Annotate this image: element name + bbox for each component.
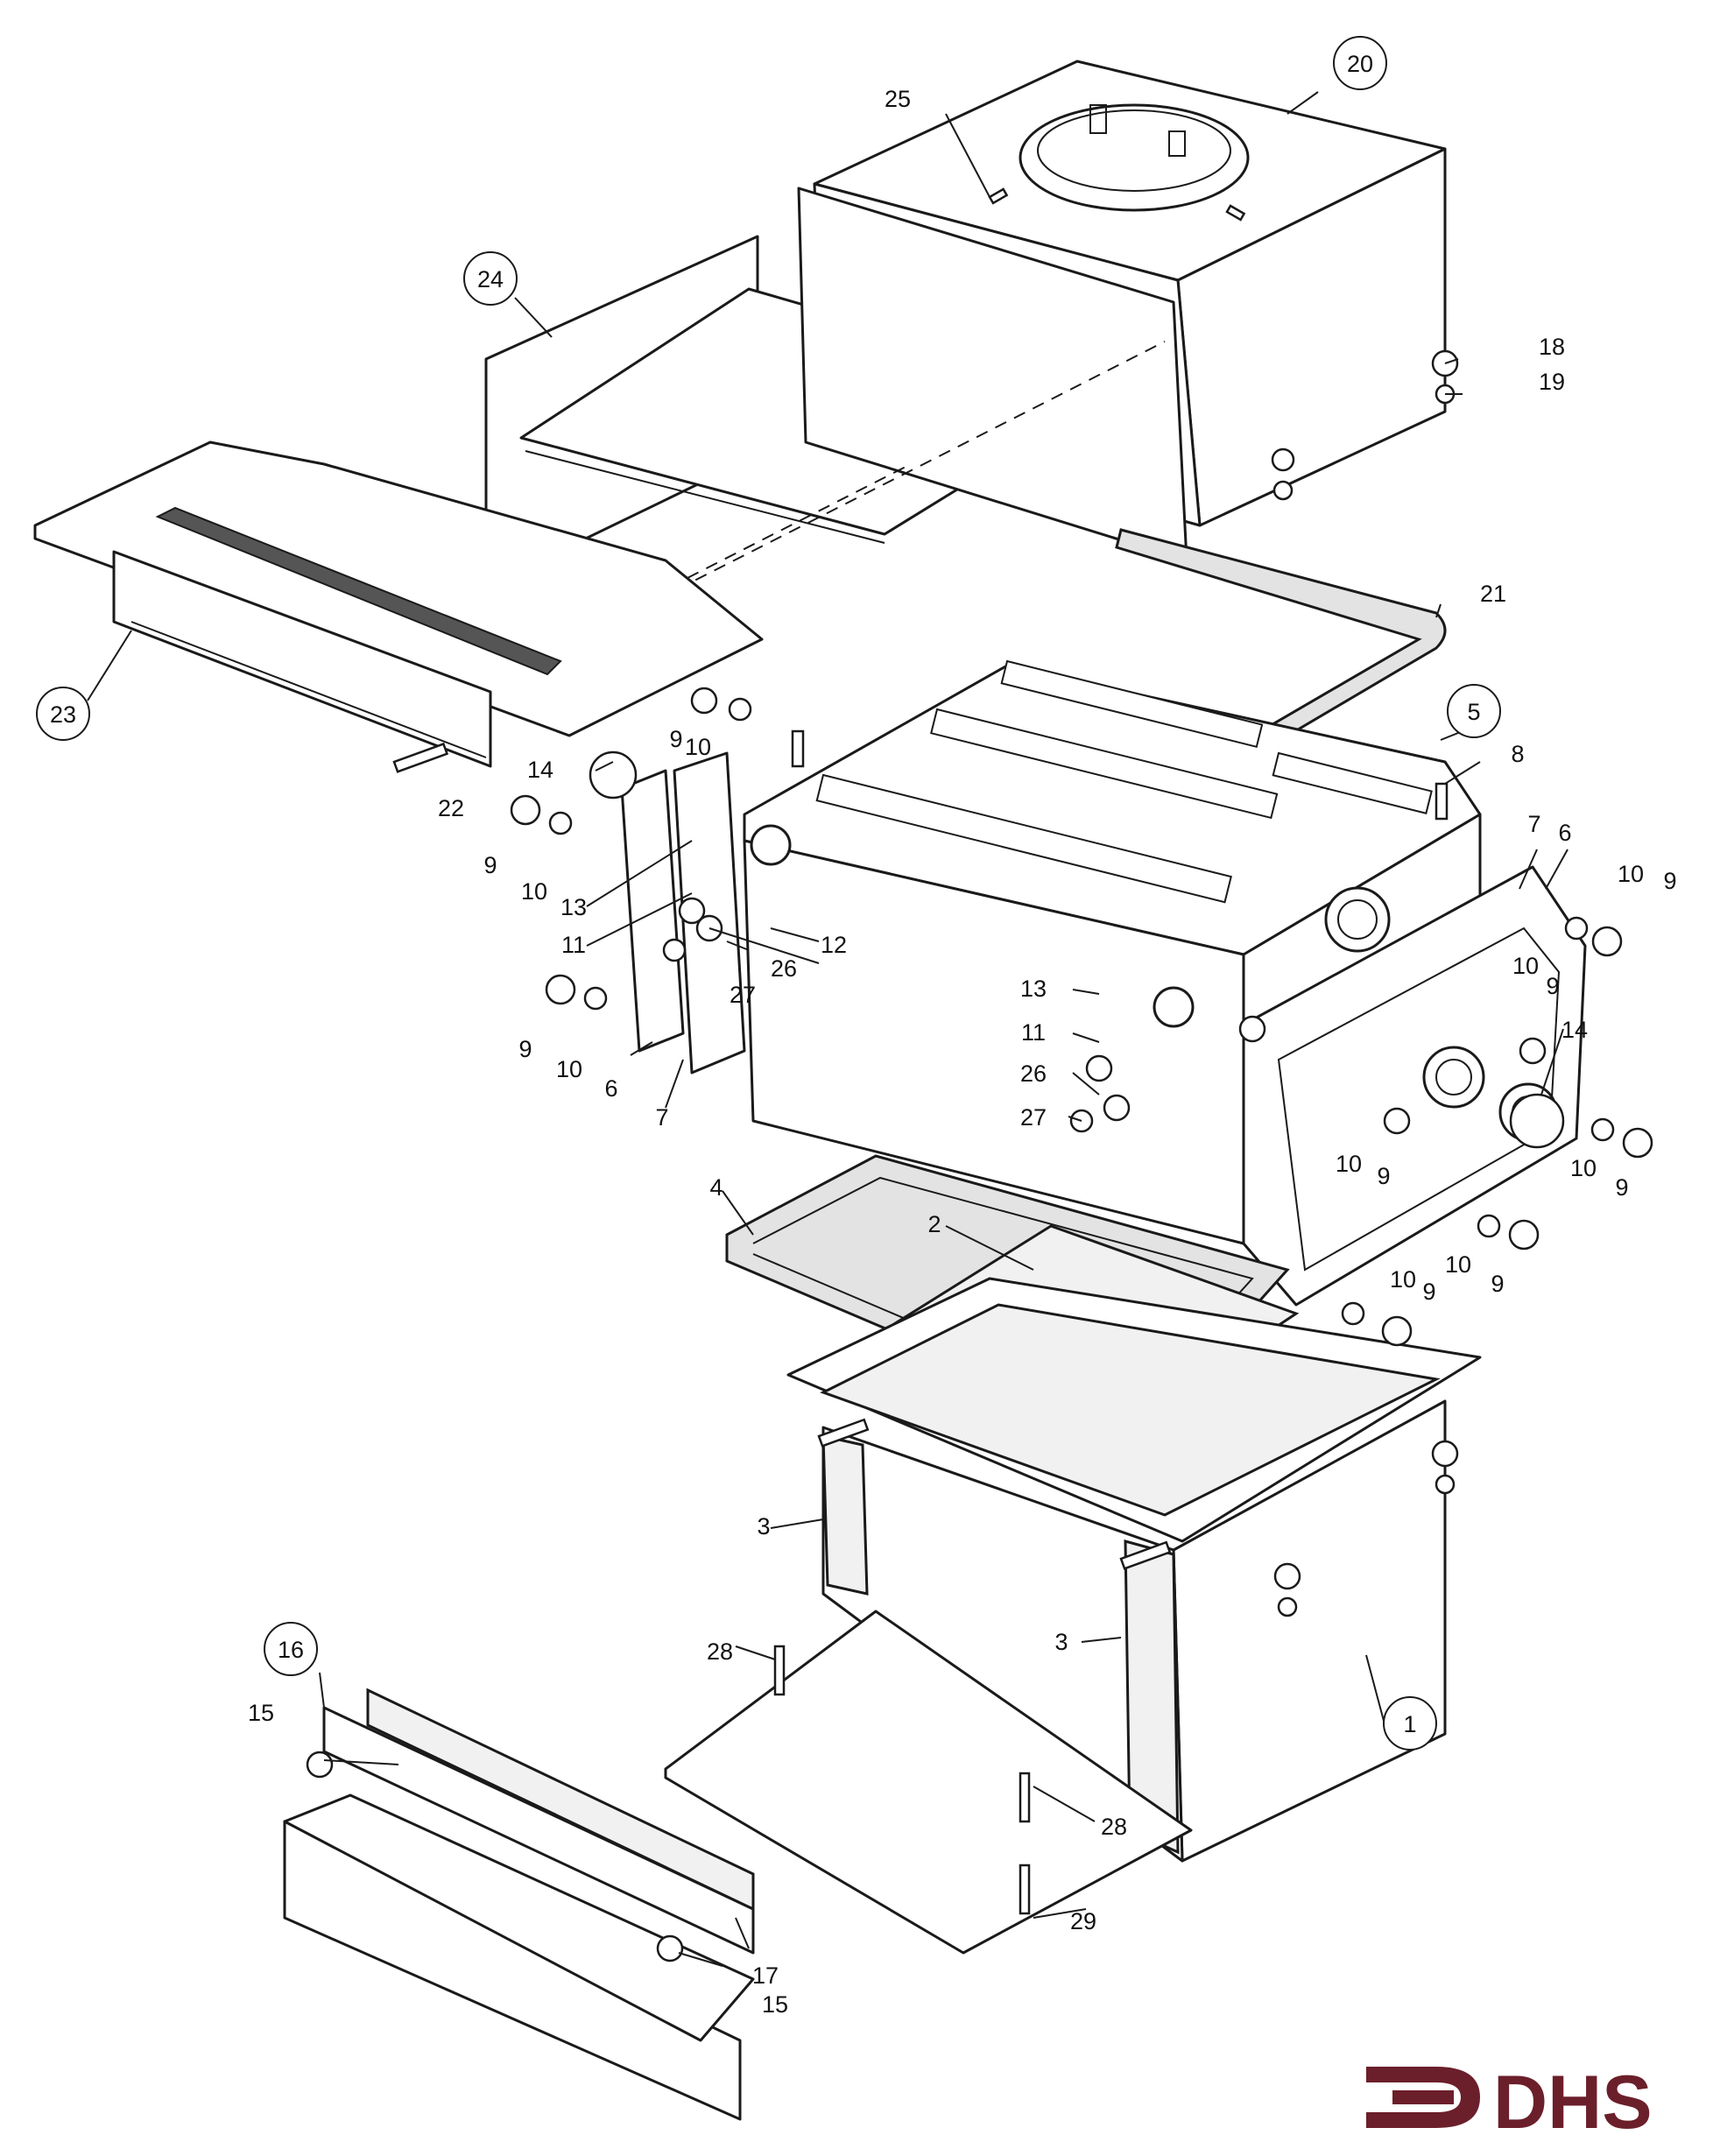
- callout-2: 2: [927, 1211, 941, 1237]
- callout-9b: 9: [483, 852, 497, 878]
- callout-22: 22: [438, 795, 464, 821]
- callout-21: 21: [1480, 581, 1506, 607]
- callout-29: 29: [1070, 1908, 1096, 1934]
- callout-6b: 6: [604, 1075, 617, 1102]
- callout-3a: 3: [757, 1513, 770, 1539]
- callout-10g: 10: [1570, 1155, 1597, 1181]
- callout-9i: 9: [1422, 1279, 1435, 1305]
- callout-10a: 10: [685, 734, 711, 760]
- callout-19: 19: [1539, 369, 1565, 395]
- fin-row-2: [930, 708, 1279, 820]
- leader-lines: [87, 91, 1568, 1967]
- callout-labels: 1 2 3 3 4 5 6 6 7 7 8 9 9 9 9 9 9 9 9 9 …: [36, 36, 1677, 2018]
- callout-10d: 10: [1618, 861, 1644, 887]
- callout-15b: 15: [762, 1991, 788, 2018]
- callout-number: 16: [278, 1637, 304, 1663]
- callout-9e: 9: [1546, 973, 1559, 999]
- callout-5: 5: [1447, 684, 1501, 738]
- callout-28a: 28: [707, 1638, 733, 1665]
- callout-23: 23: [36, 687, 90, 741]
- part-combustion-chamber: [786, 1277, 1482, 1863]
- callout-10i: 10: [1390, 1266, 1416, 1293]
- callout-10e: 10: [1512, 953, 1539, 979]
- callout-number: 5: [1467, 699, 1480, 725]
- callout-number: 24: [477, 266, 504, 292]
- callout-12: 12: [821, 932, 847, 958]
- fin-row-4: [1272, 751, 1433, 814]
- callout-11b: 11: [1021, 1019, 1046, 1046]
- hardware-group: [306, 187, 1653, 1962]
- callout-number: 23: [50, 701, 76, 728]
- logo-mark: [1366, 2067, 1480, 2128]
- callout-3b: 3: [1054, 1629, 1068, 1655]
- callout-14a: 14: [527, 757, 553, 783]
- callout-14b: 14: [1561, 1017, 1588, 1043]
- callout-10f: 10: [1336, 1151, 1362, 1177]
- callout-20: 20: [1333, 36, 1387, 90]
- dhs-logo: DHS: [1366, 2061, 1653, 2145]
- callout-10h: 10: [1445, 1251, 1471, 1278]
- fin-row-1: [815, 773, 1232, 904]
- callout-10b: 10: [521, 878, 547, 905]
- callout-18: 18: [1539, 334, 1565, 360]
- callout-27b: 27: [1020, 1104, 1047, 1131]
- callout-9h: 9: [1491, 1271, 1504, 1297]
- callout-27a: 27: [730, 982, 756, 1008]
- part-left-end-plates: [620, 751, 746, 1074]
- callout-9g: 9: [1615, 1174, 1628, 1201]
- callout-13b: 13: [1020, 976, 1047, 1002]
- callout-26a: 26: [771, 955, 797, 982]
- callout-8: 8: [1511, 741, 1524, 767]
- part-top-plate: [33, 440, 764, 768]
- logo-text: DHS: [1493, 2061, 1653, 2145]
- callout-number: 1: [1403, 1711, 1416, 1737]
- fin-row-3: [1000, 659, 1264, 749]
- callout-number: 20: [1347, 51, 1373, 77]
- callout-11a: 11: [561, 932, 586, 958]
- callout-6a: 6: [1558, 820, 1571, 846]
- callout-4: 4: [709, 1174, 723, 1201]
- part-front-panel: [283, 1687, 755, 2121]
- callout-16: 16: [264, 1622, 318, 1676]
- callout-1: 1: [1383, 1696, 1437, 1751]
- callout-10c: 10: [556, 1056, 582, 1082]
- part-base-plate: [664, 1610, 1193, 1955]
- part-inner-box: [484, 187, 1188, 609]
- callout-7a: 7: [1527, 811, 1540, 837]
- callout-28b: 28: [1101, 1814, 1127, 1840]
- callout-26b: 26: [1020, 1060, 1047, 1087]
- callout-17: 17: [752, 1962, 779, 1989]
- callout-9c: 9: [518, 1036, 532, 1062]
- callout-9d: 9: [1663, 868, 1676, 894]
- callout-15a: 15: [248, 1700, 274, 1726]
- callout-9a: 9: [669, 726, 682, 752]
- callout-9f: 9: [1377, 1163, 1390, 1189]
- callout-7b: 7: [655, 1104, 668, 1131]
- callout-25: 25: [885, 86, 911, 112]
- callout-24: 24: [463, 251, 518, 306]
- callout-13a: 13: [560, 894, 587, 920]
